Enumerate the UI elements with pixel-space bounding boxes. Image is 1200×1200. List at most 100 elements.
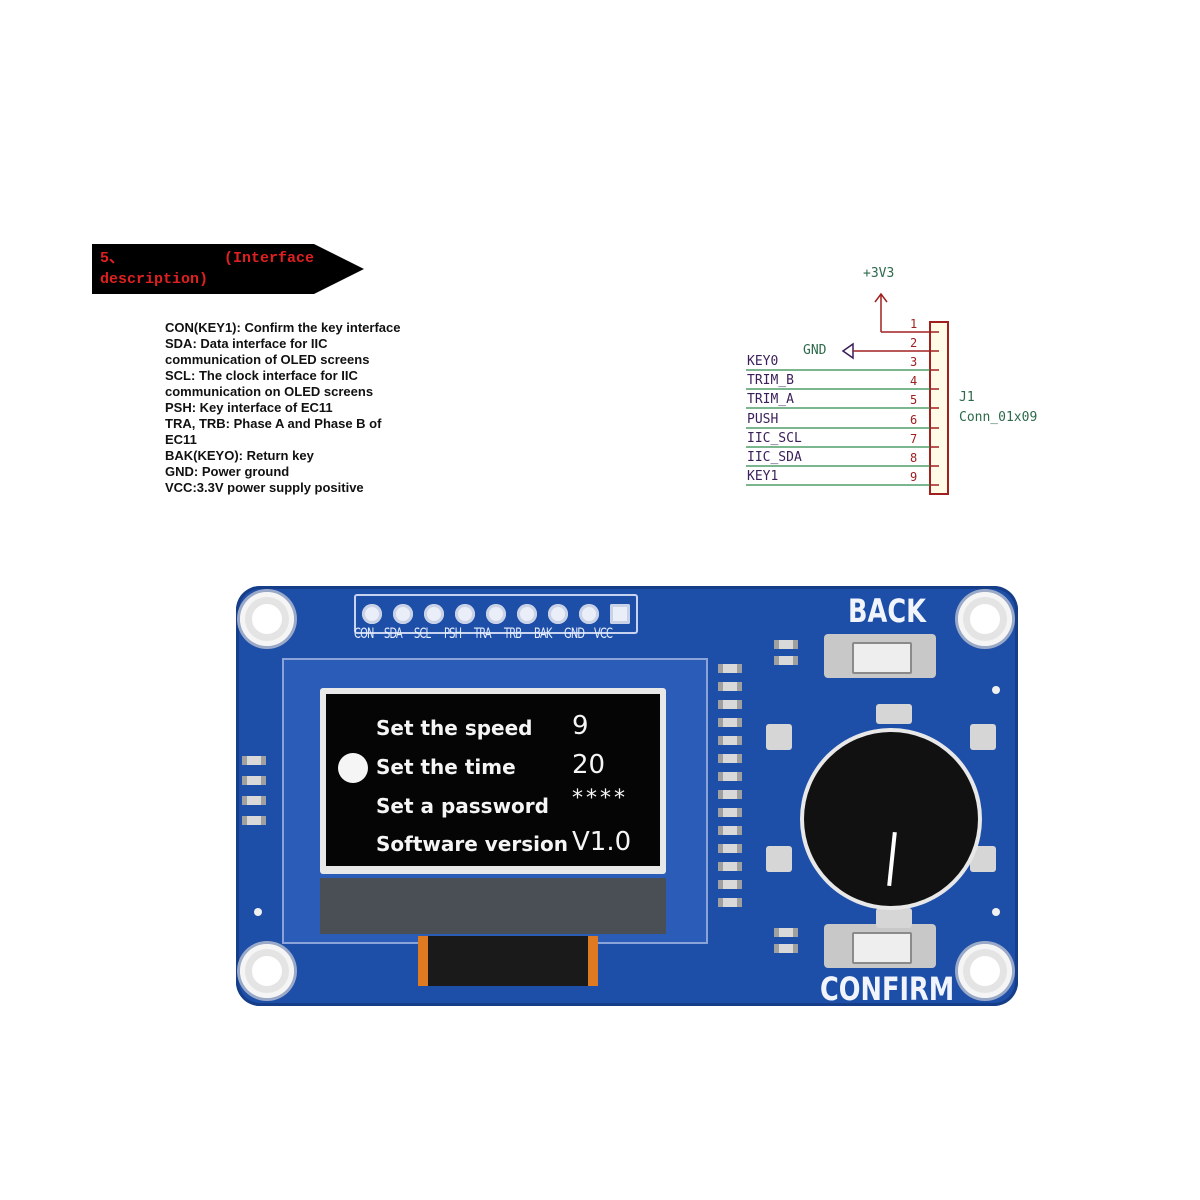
banner-line2: description) (100, 271, 209, 288)
desc-line: VCC:3.3V power supply positive (165, 480, 364, 495)
pin-label-trim-b: TRIM_B (747, 373, 794, 388)
header-pin (486, 604, 506, 624)
smd-component-group-left (242, 756, 272, 846)
rotary-encoder-knob[interactable] (804, 732, 978, 906)
back-button[interactable] (824, 634, 936, 678)
smd-resistor (718, 898, 742, 907)
header-pin-square (610, 604, 630, 624)
encoder-pad (970, 724, 996, 750)
pin-number: 5 (910, 393, 918, 407)
smd-resistor (718, 844, 742, 853)
menu-value-time: 20 (572, 750, 606, 780)
back-silk-label: BACK (848, 592, 926, 630)
menu-item-version[interactable]: Software version (376, 832, 568, 856)
smd-resistor (774, 640, 798, 649)
smd-component-column (718, 664, 744, 926)
section-banner: 5、(Interface description) (92, 244, 364, 294)
menu-value-speed: 9 (572, 711, 589, 741)
smd-resistor (718, 790, 742, 799)
smd-resistor (718, 862, 742, 871)
confirm-button[interactable] (824, 924, 936, 968)
menu-value-version: V1.0 (572, 827, 632, 857)
pin-silk-label: PSH (444, 626, 462, 642)
interface-description: CON(KEY1): Confirm the key interface SDA… (165, 320, 415, 496)
encoder-pad (970, 846, 996, 872)
smd-resistor (718, 664, 742, 673)
header-pin (548, 604, 568, 624)
pin-number: 3 (910, 355, 918, 369)
mounting-hole (240, 592, 294, 646)
header-pin (362, 604, 382, 624)
oled-encoder-board: CON SDA SCL PSH TRA TRB BAK GND VCC BACK… (236, 586, 1018, 1008)
oled-glass: Set the speed 9 Set the time 20 Set a pa… (320, 688, 666, 874)
menu-cursor (338, 753, 368, 783)
header-pin (393, 604, 413, 624)
oled-screen: Set the speed 9 Set the time 20 Set a pa… (326, 694, 660, 866)
knob-indicator-line (887, 831, 897, 887)
silkscreen-dot (992, 686, 1000, 694)
mounting-hole (240, 944, 294, 998)
oled-flex-ribbon (418, 936, 598, 986)
menu-item-time[interactable]: Set the time (376, 755, 516, 779)
desc-line: GND: Power ground (165, 464, 290, 479)
banner-arrow-shape (92, 244, 364, 294)
mounting-hole (958, 592, 1012, 646)
smd-resistor (718, 718, 742, 727)
pin-silk-label: BAK (534, 626, 552, 642)
smd-capacitor (242, 816, 266, 825)
pin-label-trim-a: TRIM_A (747, 392, 794, 407)
pin-number: 7 (910, 432, 918, 446)
encoder-pad (876, 704, 912, 724)
pin-number: 9 (910, 470, 918, 484)
pin-silk-label: SDA (384, 626, 403, 642)
confirm-silk-label: CONFIRM (820, 970, 955, 1008)
pin-number: 8 (910, 451, 918, 465)
desc-line: BAK(KEYO): Return key (165, 448, 314, 463)
header-pin-labels: CON SDA SCL PSH TRA TRB BAK GND VCC (354, 626, 644, 648)
pin-silk-label: TRA (474, 626, 492, 642)
smd-resistor (718, 772, 742, 781)
pin-number: 4 (910, 374, 918, 388)
smd-resistor (718, 880, 742, 889)
desc-line: CON(KEY1): Confirm the key interface (165, 320, 401, 335)
header-pin (517, 604, 537, 624)
pin-silk-label: VCC (594, 626, 613, 642)
smd-resistor (774, 928, 798, 937)
pin-label-iic-sda: IIC_SDA (747, 450, 802, 465)
smd-resistor (718, 700, 742, 709)
ground-net-label: GND (803, 343, 827, 358)
encoder-pad (766, 846, 792, 872)
smd-resistor (718, 808, 742, 817)
header-pin (455, 604, 475, 624)
connector-value: Conn_01x09 (959, 410, 1038, 425)
desc-line: TRA, TRB: Phase A and Phase B of EC11 (165, 416, 382, 447)
smd-resistor (718, 826, 742, 835)
smd-resistor (718, 754, 742, 763)
pin-header (354, 594, 638, 634)
desc-line: PSH: Key interface of EC11 (165, 400, 333, 415)
pin-label-push: PUSH (747, 412, 779, 427)
schematic-lines (746, 292, 949, 495)
menu-item-speed[interactable]: Set the speed (376, 716, 533, 740)
banner-number: 5、 (100, 250, 125, 267)
encoder-pad (876, 908, 912, 928)
connector-schematic: +3V3 GND J1 Conn_01x09 1 2 3 4 5 6 7 8 9… (730, 260, 1070, 510)
pin-number: 2 (910, 336, 918, 350)
smd-capacitor (242, 756, 266, 765)
connector-ref: J1 (959, 390, 975, 405)
pin-number: 1 (910, 317, 918, 331)
smd-capacitor (242, 776, 266, 785)
desc-line: SCL: The clock interface for IIC communi… (165, 368, 374, 399)
mounting-hole (958, 944, 1012, 998)
power-net-label: +3V3 (863, 266, 895, 281)
pin-silk-label: TRB (504, 626, 522, 642)
banner-text: 5、(Interface description) (100, 248, 340, 290)
pin-silk-label: GND (564, 626, 585, 642)
desc-line: SDA: Data interface for IIC communicatio… (165, 336, 370, 367)
menu-item-password[interactable]: Set a password (376, 794, 549, 818)
pin-label-key1: KEY1 (747, 469, 779, 484)
pin-label-iic-scl: IIC_SCL (747, 431, 802, 446)
smd-capacitor (242, 796, 266, 805)
encoder-pad (766, 724, 792, 750)
smd-resistor (718, 736, 742, 745)
